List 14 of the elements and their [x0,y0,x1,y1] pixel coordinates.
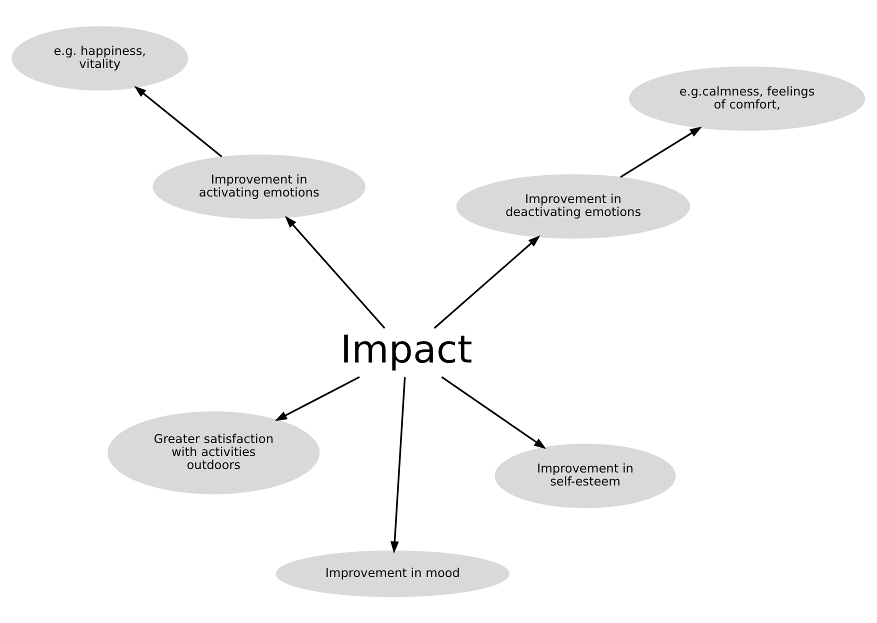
arrow [134,86,222,158]
node-ellipse: Improvement in deactivating emotions [456,174,690,239]
node-ellipse: e.g.calmness, feelings of comfort, [629,66,866,131]
node-ellipse: e.g. happiness, vitality [12,26,188,90]
arrow [620,126,702,178]
node-ellipse: Improvement in self-esteem [494,444,676,508]
arrow [441,376,546,449]
node-text: Impact [340,328,472,372]
node-ellipse: Improvement in activating emotions [152,154,366,219]
arrow [284,216,386,329]
arrow [274,376,360,421]
arrow [434,235,540,329]
arrow [390,377,406,554]
node-ellipse: Improvement in mood [276,550,510,598]
